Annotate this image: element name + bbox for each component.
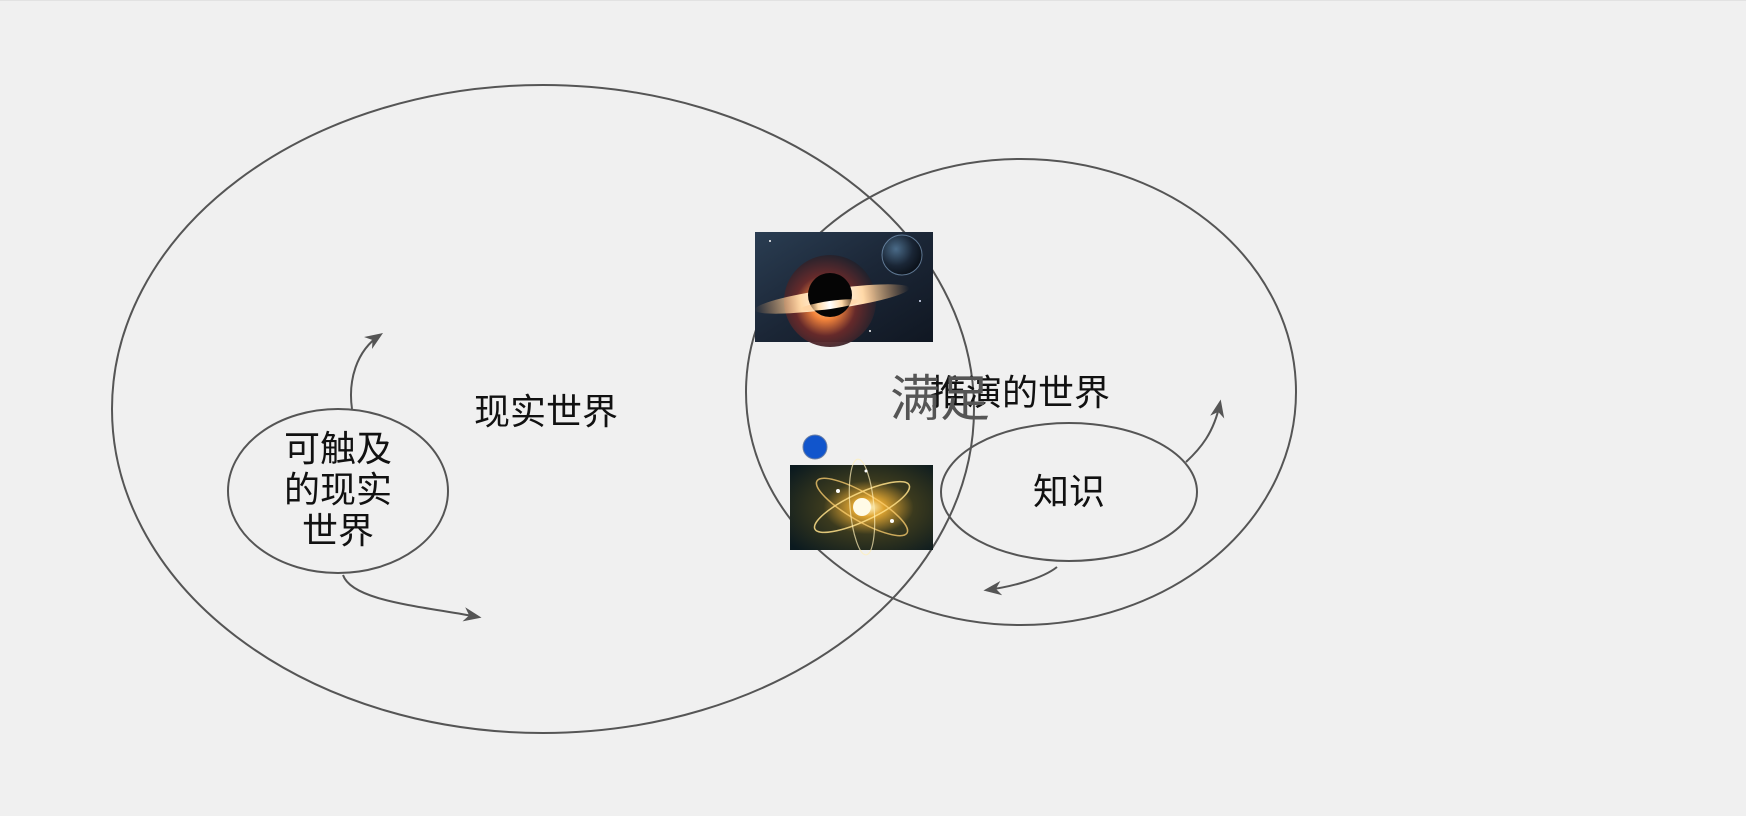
black-hole-image: [754, 232, 933, 347]
atom-image: [790, 458, 933, 556]
satisfy-label: 满足: [890, 370, 990, 428]
tangible-up-arrow: [350, 333, 383, 410]
tangible-right-arrow: [342, 574, 482, 622]
real-world-ellipse: [111, 84, 975, 734]
knowledge-up-arrow: [1185, 399, 1225, 463]
tangible-world-label-line1: 可触及: [284, 429, 392, 470]
tangible-world-label-line3: 世界: [302, 511, 374, 552]
blue-dot: [802, 434, 828, 460]
deduced-world-ellipse: [745, 158, 1297, 626]
tangible-world-ellipse: [227, 408, 449, 574]
knowledge-left-arrow: [983, 566, 1058, 596]
knowledge-label: 知识: [1033, 472, 1105, 513]
knowledge-ellipse: [940, 422, 1198, 562]
tangible-world-label-line2: 的现实: [284, 470, 392, 511]
deduced-world-label: 推演的世界: [930, 373, 1110, 414]
real-world-label: 现实世界: [474, 392, 618, 433]
